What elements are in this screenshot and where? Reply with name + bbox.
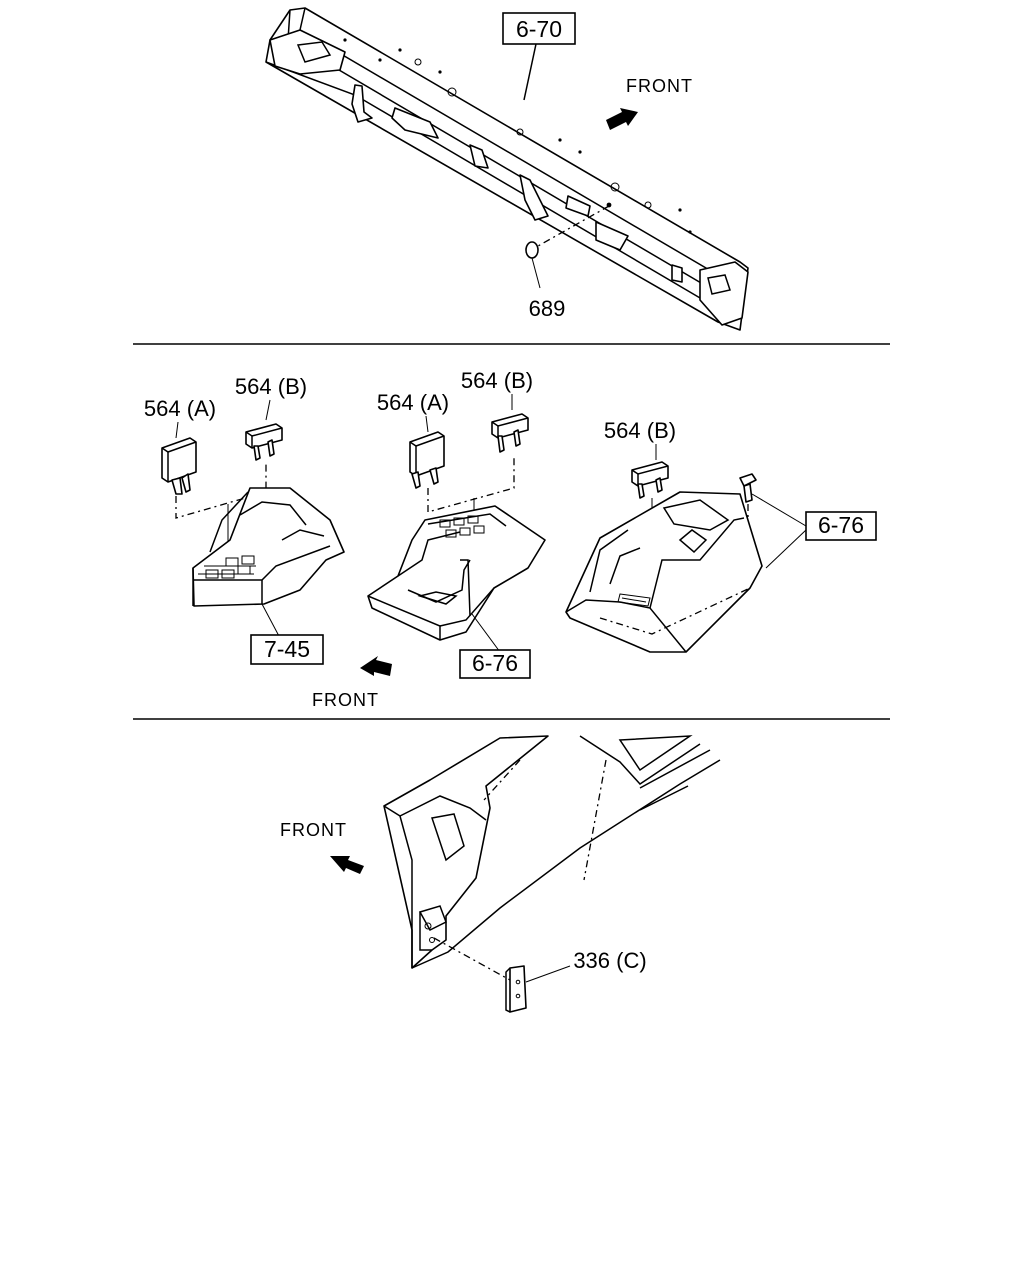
ref-label-6-70: 6-70 <box>516 16 562 42</box>
instrument-panel <box>383 735 721 969</box>
switch-564a-center <box>409 431 445 477</box>
front-arrow-icon <box>606 108 638 130</box>
center-console: 564 (A) 564 (B) <box>367 368 546 679</box>
bottom-section: FRONT 336 (C) <box>280 735 721 1013</box>
ref-box-6-76-right <box>805 511 877 541</box>
ref-box-6-76-center <box>459 649 531 679</box>
switch-564a-left <box>161 437 197 483</box>
ref-label-6-76-right: 6-76 <box>818 512 864 538</box>
part-label-689: 689 <box>529 296 566 321</box>
ref-box-6-70 <box>502 12 576 45</box>
front-arrow-middle-icon <box>360 656 392 676</box>
right-part-b-label: 564 (B) <box>604 418 676 443</box>
center-part-a-label: 564 (A) <box>377 390 449 415</box>
bolt-icon <box>739 473 757 503</box>
bracket-336c <box>505 965 527 1013</box>
middle-section: 564 (A) 564 (B) <box>144 368 877 710</box>
center-part-b-label: 564 (B) <box>461 368 533 393</box>
ref-label-6-76-center: 6-76 <box>472 650 518 676</box>
left-part-b-label: 564 (B) <box>235 374 307 399</box>
front-arrow-bottom-icon <box>330 856 364 874</box>
left-part-a-label: 564 (A) <box>144 396 216 421</box>
ref-label-7-45: 7-45 <box>264 636 310 662</box>
front-label-top: FRONT <box>626 76 693 96</box>
front-label-middle: FRONT <box>312 690 379 710</box>
part-label-336c: 336 (C) <box>573 948 646 973</box>
plug-689 <box>525 241 539 259</box>
right-console: 564 (B) <box>565 418 877 653</box>
left-console: 564 (A) 564 (B) <box>144 374 345 665</box>
dash-panel-frame <box>265 7 749 331</box>
front-label-bottom: FRONT <box>280 820 347 840</box>
top-section: 6-70 FRONT 689 <box>265 7 749 331</box>
ref-box-7-45 <box>250 634 324 665</box>
